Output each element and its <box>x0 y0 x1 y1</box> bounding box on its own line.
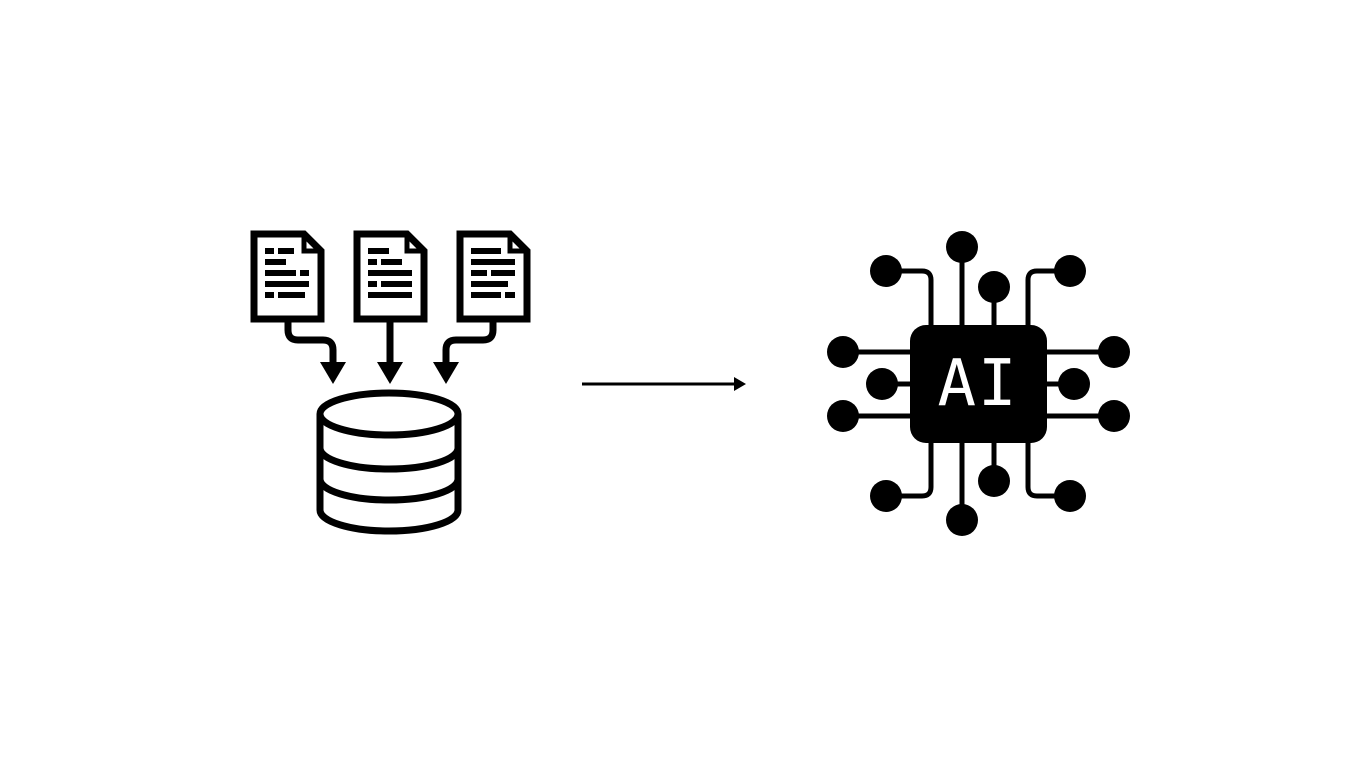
arrow-down-icon-center <box>377 318 403 384</box>
arrow-right-icon <box>582 377 746 391</box>
arrow-down-icon-right <box>433 318 497 384</box>
document-icon-1 <box>254 234 321 319</box>
ai-chip-label: AI <box>937 347 1018 421</box>
arrow-down-icon-left <box>284 318 346 384</box>
document-icon-2 <box>357 234 424 319</box>
ai-chip-icon: AI <box>827 231 1130 536</box>
database-icon <box>316 389 462 535</box>
document-icon-3 <box>460 234 527 319</box>
